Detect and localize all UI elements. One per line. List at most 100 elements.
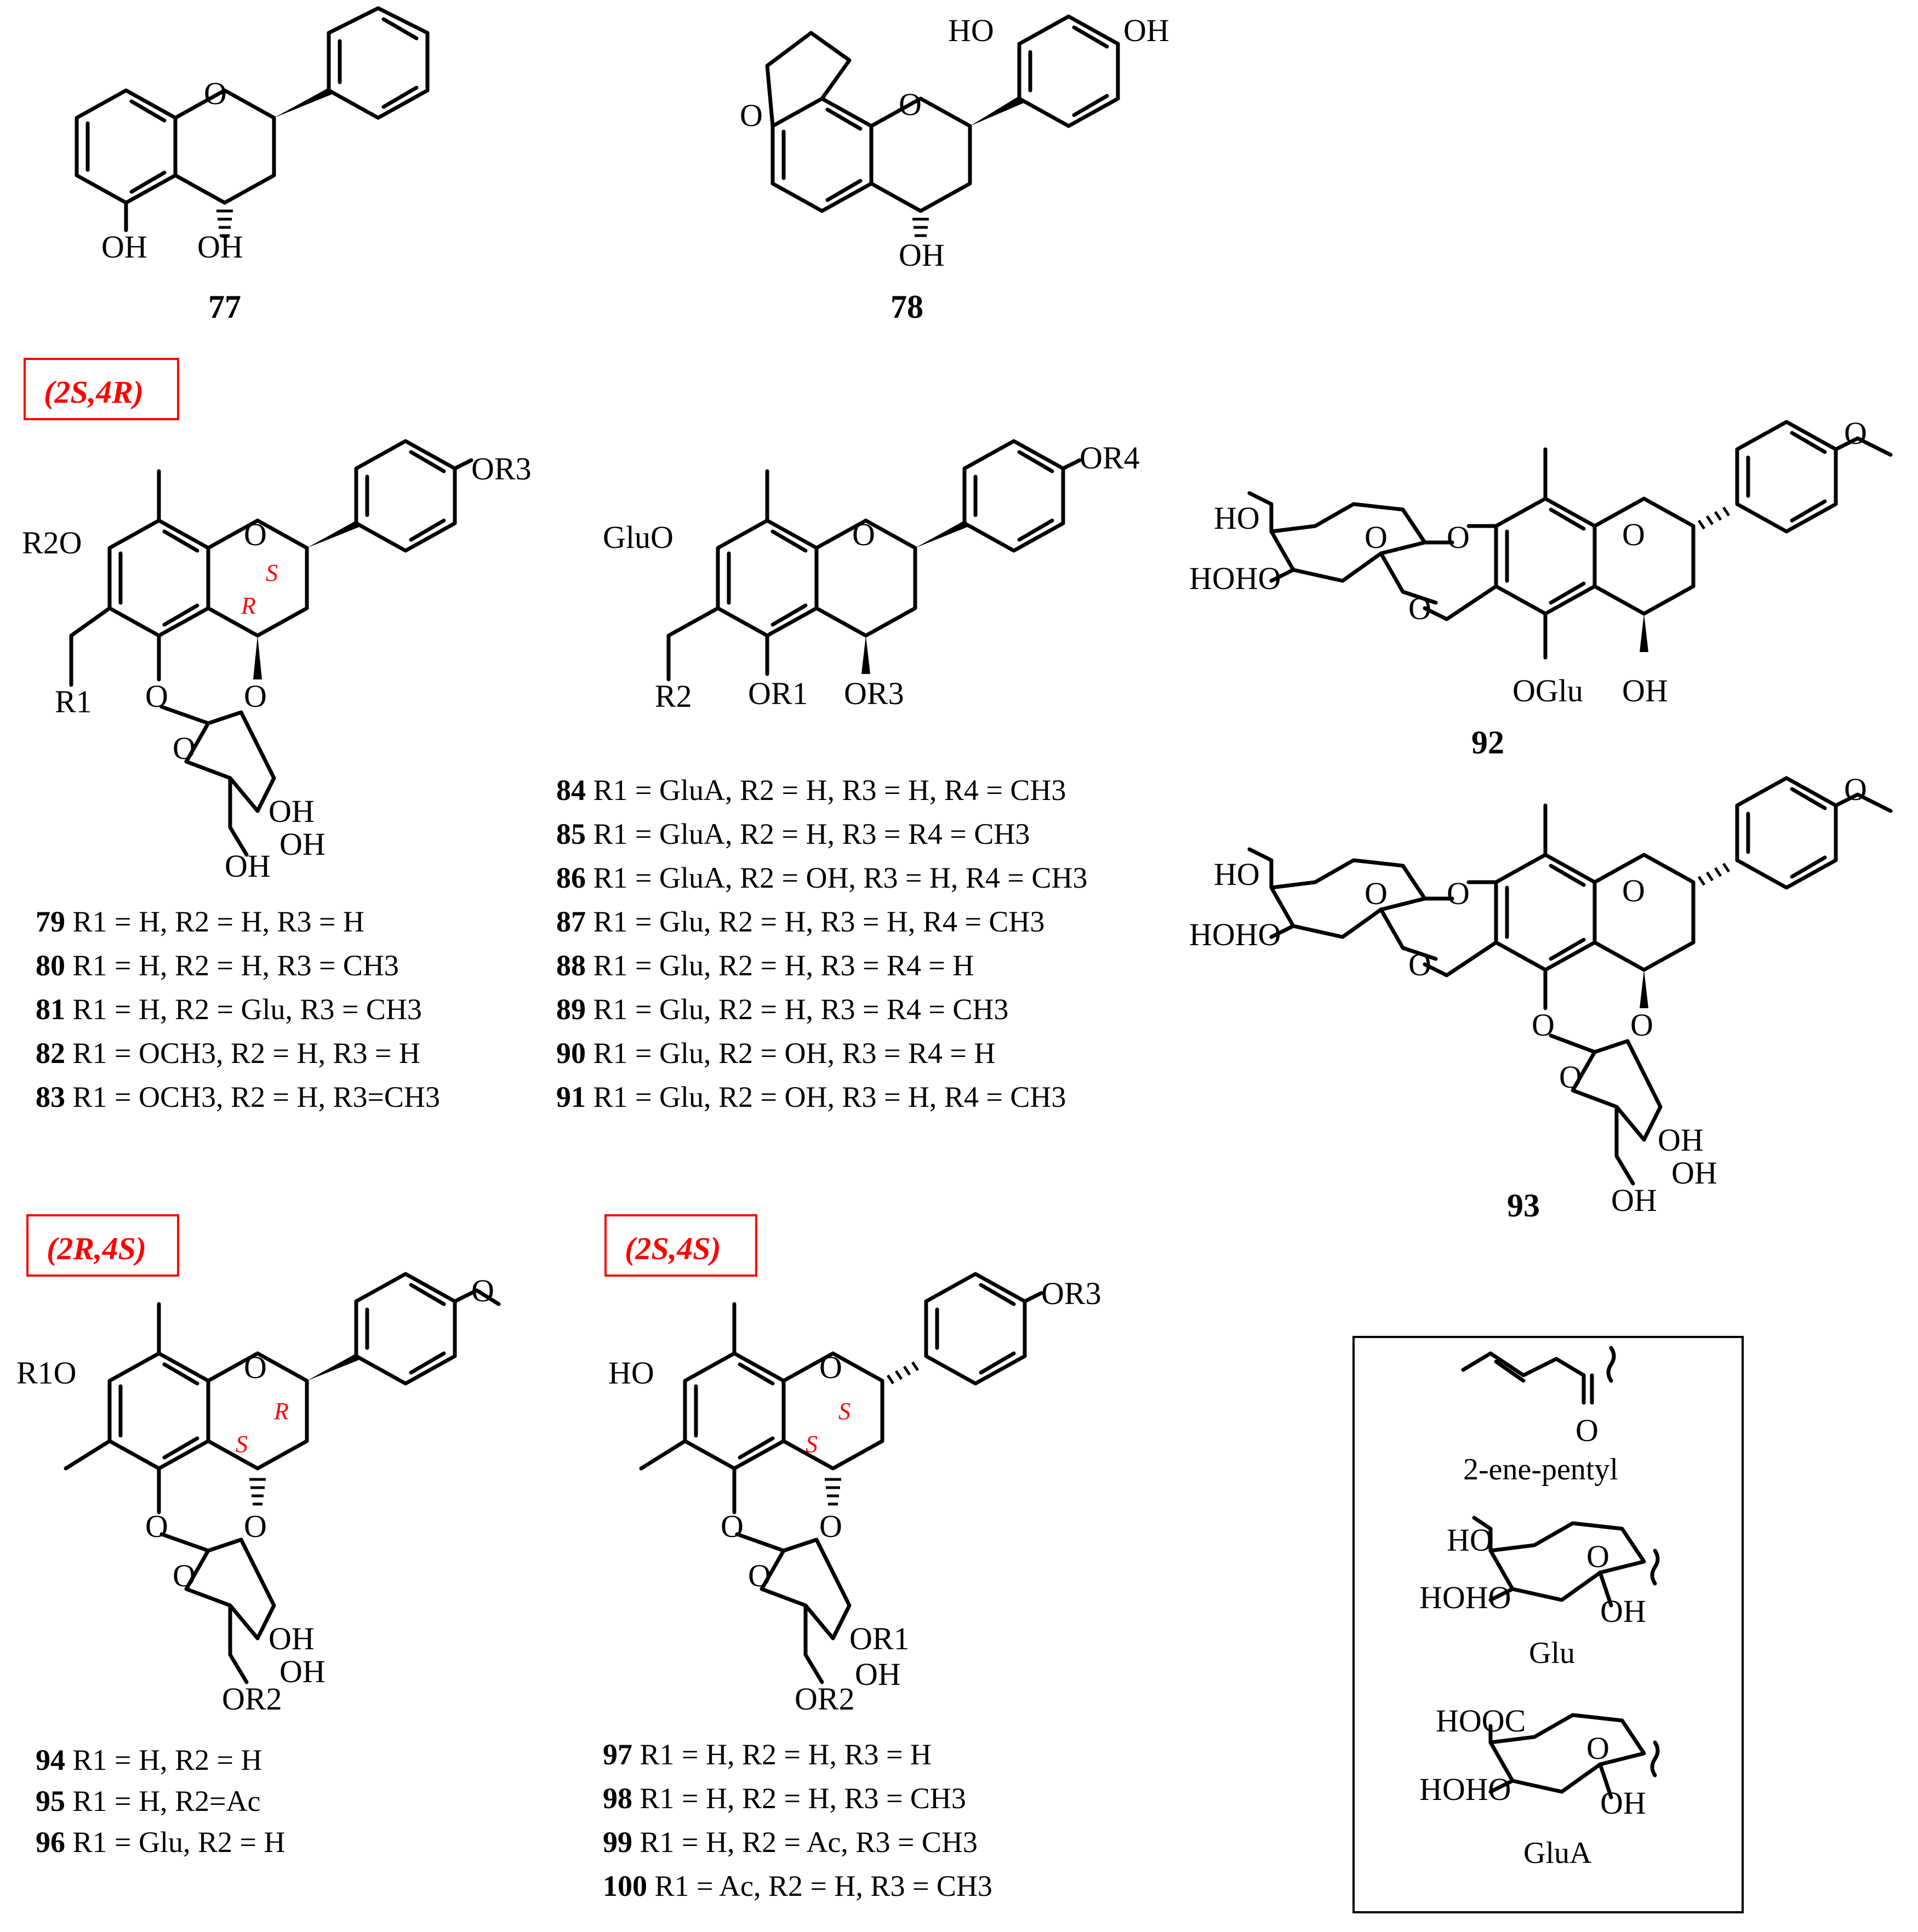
compound-78-label: 78 <box>891 289 923 325</box>
oxygen-label: O <box>244 1508 267 1544</box>
key-glu: Glu <box>1529 1636 1575 1670</box>
stereo-label-2r4s: (2R,4S) <box>26 1214 179 1277</box>
legend-84-91: 84 R1 = GluA, R2 = H, R3 = H, R4 = CH3 8… <box>556 774 1087 1113</box>
oxygen-label: O <box>1630 1007 1653 1043</box>
compound-92-label: 92 <box>1471 724 1504 761</box>
oh-label: OH <box>1600 1785 1646 1821</box>
legend-row: 87 R1 = Glu, R2 = H, R3 = H, R4 = CH3 <box>556 905 1044 938</box>
oxygen-label: O <box>1365 519 1388 555</box>
ring-oxygen-label: O <box>740 98 763 133</box>
oh-label: OH <box>279 826 326 862</box>
or1-label: OR1 <box>849 1621 910 1656</box>
oh-label: OH <box>197 229 243 265</box>
hoho-label: HOHO <box>1419 1580 1511 1615</box>
oxygen-label: O <box>1586 1730 1609 1766</box>
oh-label: OH <box>279 1654 326 1689</box>
or2-label: OR2 <box>795 1681 855 1717</box>
legend-row: 88 R1 = Glu, R2 = H, R3 = R4 = H <box>556 949 974 982</box>
compound-92-structure: HO HOHO O O O O O OGlu OH 92 <box>1189 415 1893 761</box>
oxygen-label: O <box>1408 947 1431 982</box>
ring-oxygen-label: O <box>244 1350 267 1385</box>
hoho-label: HOHO <box>1419 1771 1511 1807</box>
ho-label: HO <box>948 13 994 48</box>
ring-oxygen-label: O <box>204 76 227 111</box>
legend-79-83: 79 R1 = H, R2 = H, R3 = H 80 R1 = H, R2 … <box>36 905 440 1113</box>
oh-label: OH <box>1658 1122 1704 1158</box>
ho-label: HO <box>608 1355 654 1391</box>
oxygen-label: O <box>1559 1059 1582 1095</box>
legend-row: 91 R1 = Glu, R2 = OH, R3 = H, R4 = CH3 <box>556 1081 1066 1113</box>
cip-s-label: S <box>266 559 278 586</box>
r1o-label: R1O <box>16 1355 77 1391</box>
oxygen-label: O <box>145 678 168 714</box>
oxygen-label: O <box>1408 591 1431 626</box>
ring-oxygen-label: O <box>244 517 267 552</box>
ring-oxygen-label: O <box>1622 873 1645 908</box>
oxygen-label: O <box>1532 1007 1555 1043</box>
oxygen-label: O <box>173 1558 196 1593</box>
or3-label: OR3 <box>844 676 904 711</box>
legend-row: 79 R1 = H, R2 = H, R3 = H <box>36 905 364 938</box>
legend-row: 83 R1 = OCH3, R2 = H, R3=CH3 <box>36 1081 440 1113</box>
ring-oxygen-label: O <box>1622 517 1645 552</box>
svg-text:(2R,4S): (2R,4S) <box>47 1231 146 1266</box>
stereo-label-2s4s: (2S,4S) <box>604 1214 757 1277</box>
oh-label: OH <box>1671 1155 1717 1191</box>
compound-77-label: 77 <box>208 289 241 325</box>
oh-label: OH <box>269 1621 315 1656</box>
or4-label: OR4 <box>1080 440 1140 476</box>
oh-label: OH <box>1600 1593 1646 1629</box>
oxygen-label: O <box>1365 876 1388 911</box>
cip-s-label: S <box>236 1431 248 1457</box>
legend-row: 84 R1 = GluA, R2 = H, R3 = H, R4 = CH3 <box>556 774 1066 807</box>
or1-label: OR1 <box>748 676 808 711</box>
hooc-label: HOOC <box>1436 1703 1526 1739</box>
legend-row: 90 R1 = Glu, R2 = OH, R3 = R4 = H <box>556 1037 995 1070</box>
oxygen-label: O <box>1447 519 1470 555</box>
oh-label: OH <box>101 229 147 265</box>
oh-label: OH <box>1622 673 1668 708</box>
or2-label: OR2 <box>222 1681 282 1717</box>
oh-label: OH <box>855 1656 901 1692</box>
legend-row: 80 R1 = H, R2 = H, R3 = CH3 <box>36 949 399 982</box>
legend-row: 82 R1 = OCH3, R2 = H, R3 = H <box>36 1037 420 1070</box>
legend-row: 81 R1 = H, R2 = Glu, R3 = CH3 <box>36 993 422 1026</box>
oh-label: OH <box>899 237 945 273</box>
legend-row: 96 R1 = Glu, R2 = H <box>36 1826 285 1859</box>
legend-row: 86 R1 = GluA, R2 = OH, R3 = H, R4 = CH3 <box>556 861 1087 894</box>
compound-79-83-structure: R2O O OR3 R1 O O O OH OH OH S R <box>22 439 532 884</box>
oh-label: OH <box>1611 1182 1657 1218</box>
compound-77-structure: O OH OH 77 <box>75 6 430 325</box>
oxygen-label: O <box>819 1508 842 1544</box>
or3-label: OR3 <box>1041 1276 1101 1311</box>
hoho-label: HOHO <box>1189 561 1281 596</box>
compound-97-100-structure: HO O OR3 O O O OR1 OH OR2 S S <box>608 1272 1101 1717</box>
key-glua: GluA <box>1523 1836 1592 1870</box>
svg-text:(2S,4S): (2S,4S) <box>625 1231 721 1266</box>
oxygen-label: O <box>1586 1539 1609 1574</box>
compound-94-96-structure: R1O O O O O O OH OH OR2 R S <box>16 1272 501 1717</box>
oxygen-label: O <box>173 730 196 766</box>
oxygen-label: O <box>244 678 267 714</box>
r2o-label: R2O <box>22 525 82 561</box>
oxygen-label: O <box>471 1273 494 1308</box>
legend-94-96: 94 R1 = H, R2 = H 95 R1 = H, R2=Ac 96 R1… <box>36 1744 285 1859</box>
legend-97-100: 97 R1 = H, R2 = H, R3 = H 98 R1 = H, R2 … <box>603 1738 992 1902</box>
stereo-label-2s4r: (2S,4R) <box>24 358 179 420</box>
oglu-label: OGlu <box>1512 673 1583 708</box>
compound-78-structure: O O HO OH OH 78 <box>740 13 1169 325</box>
oxygen-label: O <box>145 1508 168 1544</box>
oxygen-label: O <box>748 1558 771 1593</box>
legend-row: 95 R1 = H, R2=Ac <box>36 1785 260 1817</box>
ho-label: HO <box>1447 1522 1493 1558</box>
key-2-ene-pentyl: 2-ene-pentyl <box>1463 1453 1618 1487</box>
compound-84-91-structure: GluO O OR4 R2 OR1 OR3 <box>603 439 1140 714</box>
hoho-label: HOHO <box>1189 917 1281 952</box>
oh-label: OH <box>225 848 271 884</box>
oh-label: OH <box>269 793 315 829</box>
cip-r-label: R <box>273 1398 289 1425</box>
r2-label: R2 <box>655 678 692 714</box>
compound-93-label: 93 <box>1507 1187 1540 1224</box>
ho-label: HO <box>1214 500 1260 536</box>
